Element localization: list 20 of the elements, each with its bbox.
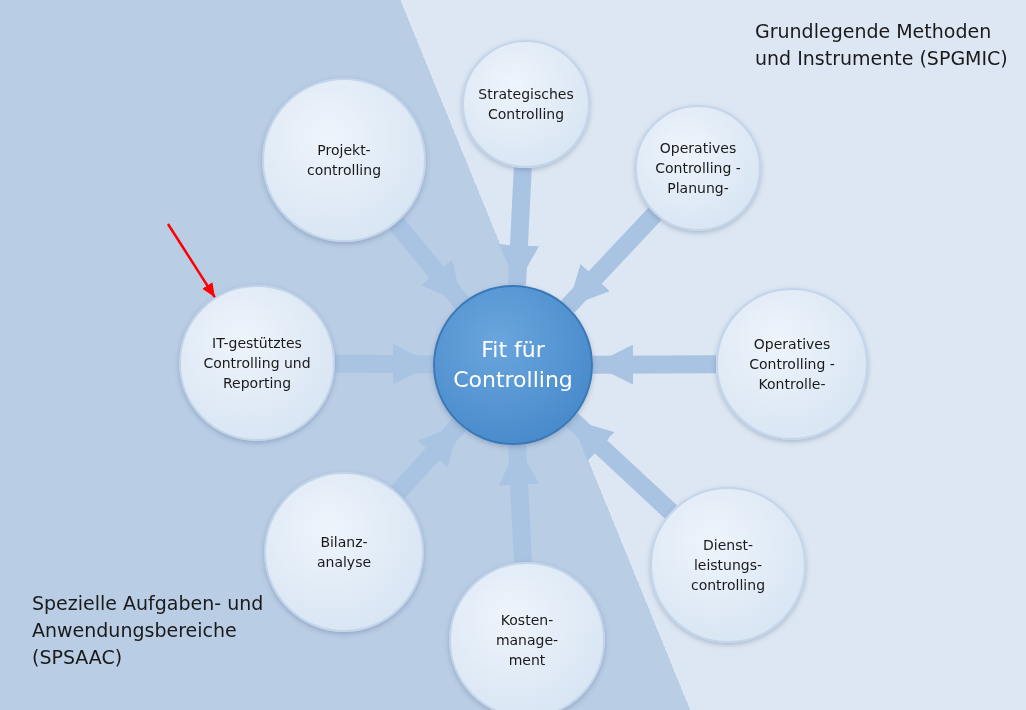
circle-label: Dienst- leistungs- controlling	[689, 536, 767, 595]
block-arrow	[499, 167, 539, 286]
circle-label: Fit für Controlling	[452, 336, 574, 394]
block-arrow	[592, 344, 717, 385]
circle-label: Operatives Controlling -Planung-	[654, 139, 742, 198]
region-title: Spezielle Aufgaben- und Anwendungsbereiche (SPSAAC)	[32, 591, 265, 670]
block-arrow	[334, 344, 434, 385]
region-title: Grundlegende Methoden und Instrumente (SPGMIC)	[755, 19, 1009, 71]
circle-label: Projekt- controlling	[305, 141, 383, 180]
circle-label: Operatives Controlling -Kontrolle-	[748, 335, 836, 394]
block-arrow	[565, 412, 678, 519]
circle-label: Bilanz- analyse	[315, 533, 373, 572]
block-arrow	[561, 207, 662, 313]
block-arrow	[389, 217, 470, 309]
pointer-arrow	[166, 223, 216, 298]
circle-label: Kosten- manage- ment	[495, 611, 559, 670]
circle-label: Strategisches Controlling	[477, 85, 575, 124]
block-arrow	[499, 444, 540, 563]
circle-label: IT-gestütztes Controlling und Reporting	[202, 334, 312, 393]
block-arrow	[390, 418, 467, 499]
